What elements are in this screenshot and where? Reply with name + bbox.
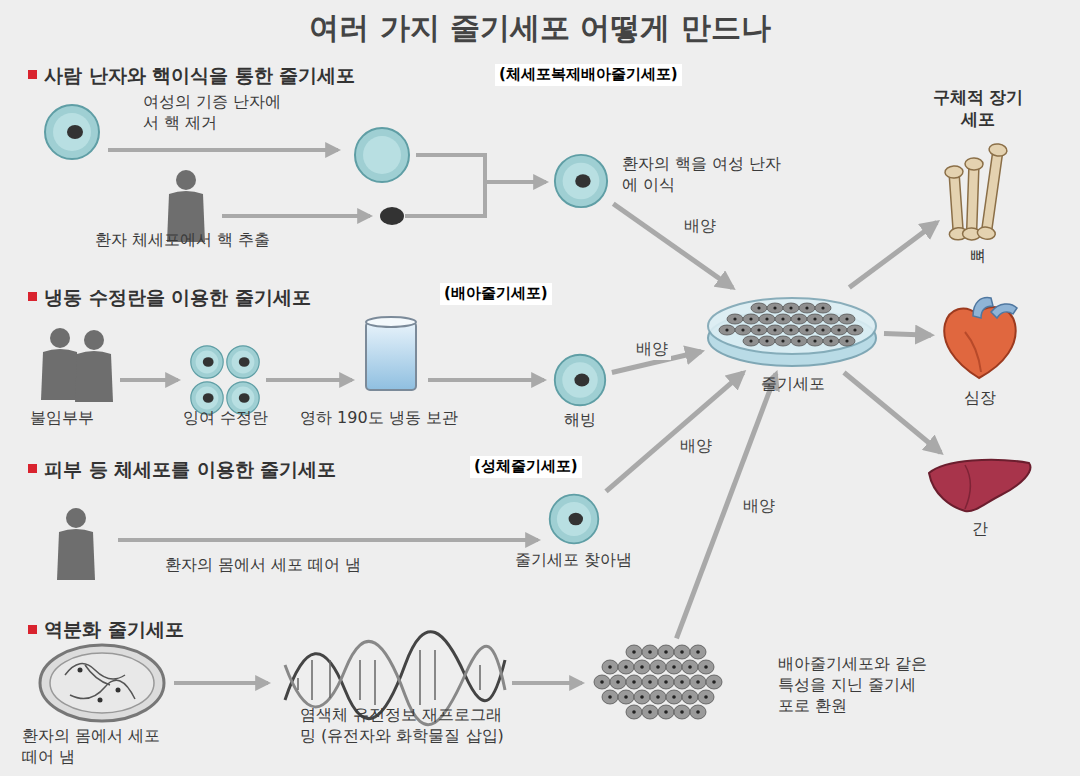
node-label: 심장 (964, 388, 996, 409)
node-label: 환자의 핵을 여성 난자에 이식 (622, 154, 792, 196)
node-shape: 심장 (935, 292, 1025, 382)
node-shape: 해빙 (552, 352, 608, 408)
edge-label: 배양 (677, 436, 715, 457)
embryo-cells (191, 346, 259, 414)
liver-icon (925, 455, 1035, 515)
edge-label: 배양 (633, 339, 671, 360)
node-shape: 간 (925, 455, 1035, 515)
section-heading: 피부 등 체세포를 이용한 줄기세포 (44, 457, 336, 482)
couple-figure (41, 328, 113, 402)
node-label: 줄기세포 (761, 374, 825, 395)
cell-cluster-icon (590, 642, 730, 722)
person-figure (57, 508, 95, 580)
node-label: 줄기세포 찾아냄 (515, 550, 632, 571)
flow-connector (884, 333, 931, 335)
petri-dish-icon (705, 290, 880, 370)
annotation: 환자의 몸에서 세포 떼어 냄 (165, 555, 361, 576)
enucleated-egg (355, 128, 409, 182)
flow-connector (849, 222, 936, 287)
section-heading: 냉동 수정란을 이용한 줄기세포 (44, 285, 311, 310)
category-tag: (체세포복제배아줄기세포) (495, 64, 682, 86)
node-label: 해빙 (564, 410, 596, 431)
annotation: 구체적 장기 세포 (928, 86, 1028, 130)
node-shape: 뼈 (940, 142, 1015, 242)
nucleus (380, 207, 404, 225)
annotation: 불임부부 (30, 408, 94, 429)
heart-icon (935, 292, 1025, 382)
section-heading: 사람 난자와 핵이식을 통한 줄기세포 (44, 63, 355, 88)
section-heading: 역분화 줄기세포 (44, 617, 184, 642)
annotation: 환자의 몸에서 세포 떼어 냄 (22, 726, 172, 768)
node-shape: 줄기세포 (705, 290, 880, 370)
freezer-beaker (366, 317, 416, 390)
culture-dish (40, 645, 164, 721)
node-shape: 배아줄기세포와 같은 특성을 지닌 줄기세포로 환원 (590, 642, 730, 722)
edge-label: 배양 (681, 216, 719, 237)
annotation: 영하 190도 냉동 보관 (300, 408, 458, 429)
node-shape: 줄기세포 찾아냄 (545, 492, 603, 546)
edge-label: 배양 (740, 496, 778, 517)
flow-connector (606, 373, 743, 492)
cell-icon (545, 492, 603, 546)
flow-arrow (108, 150, 582, 683)
category-tag: (배아줄기세포) (440, 283, 552, 305)
flow-connector (613, 204, 732, 288)
heading-bullet (28, 70, 37, 634)
flow-connector (844, 373, 941, 453)
cell-icon (552, 352, 608, 408)
annotation: 여성의 기증 난자에서 핵 제거 (143, 92, 283, 134)
egg-cell (45, 105, 99, 159)
node-label: 배아줄기세포와 같은 특성을 지닌 줄기세포로 환원 (778, 654, 928, 716)
annotation: 환자 체세포에서 핵 추출 (95, 230, 270, 251)
node-shape: 환자의 핵을 여성 난자에 이식 (552, 152, 610, 210)
bone-icon (940, 142, 1015, 242)
annotation: 잉여 수정란 (183, 408, 268, 429)
category-tag: (성체줄기세포) (470, 456, 582, 478)
diagram-title: 여러 가지 줄기세포 어떻게 만드나 (0, 8, 1080, 47)
node-label: 간 (972, 519, 988, 540)
annotation: 염색체 유전정보 재프로그래밍 (유전자와 화학물질 삽입) (300, 705, 515, 747)
node-label: 뼈 (970, 246, 986, 267)
cell-icon (552, 152, 610, 210)
